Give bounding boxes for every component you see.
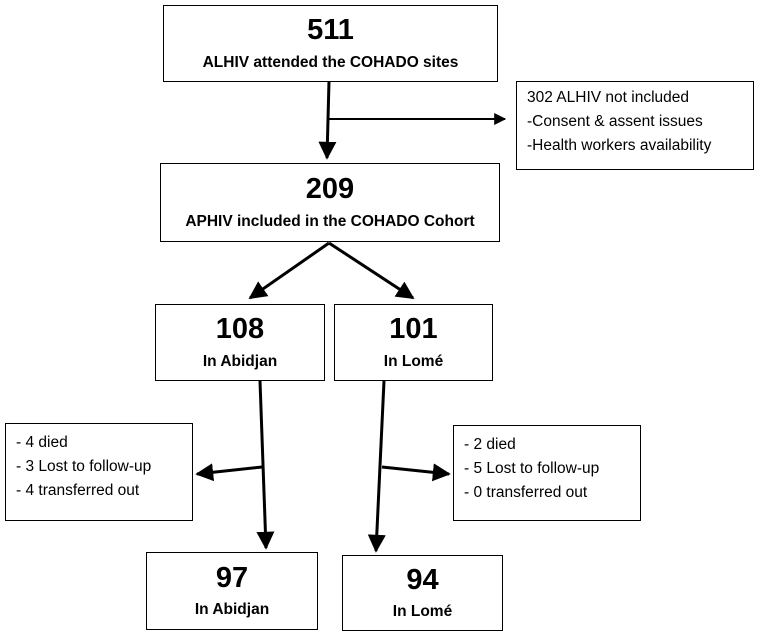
box-abidjan-end: 97 In Abidjan (146, 552, 318, 630)
not-included-title: 302 ALHIV not included (527, 89, 690, 106)
box-cohort: 209 APHIV included in the COHADO Cohort (160, 163, 500, 242)
box-abidjan-outcomes: - 4 died - 3 Lost to follow-up - 4 trans… (5, 423, 193, 521)
abidjan-end-label: In Abidjan (194, 601, 270, 619)
box-abidjan-start: 108 In Abidjan (155, 304, 325, 381)
arrow-lome-outcomes (381, 463, 451, 482)
abidjan-outcome-died: - 4 died (16, 434, 68, 451)
arrow-cohort-to-lome (328, 241, 415, 300)
cohort-label: APHIV included in the COHADO Cohort (185, 212, 475, 230)
lome-end-label: In Lomé (392, 603, 453, 621)
arrow-lome-down (367, 380, 386, 553)
abidjan-start-count: 108 (215, 313, 265, 346)
arrow-abidjan-down (256, 380, 275, 550)
abidjan-outcome-transferred: - 4 transferred out (16, 482, 140, 499)
arrow-top-to-cohort (318, 80, 337, 160)
lome-outcome-transferred: - 0 transferred out (464, 484, 588, 501)
lome-start-label: In Lomé (383, 352, 444, 370)
not-included-reason: -Health workers availability (527, 137, 712, 154)
lome-end-count: 94 (406, 563, 439, 596)
attended-label: ALHIV attended the COHADO sites (202, 53, 459, 71)
abidjan-end-count: 97 (215, 561, 249, 594)
box-lome-end: 94 In Lomé (342, 555, 503, 631)
abidjan-outcome-lost: - 3 Lost to follow-up (16, 458, 152, 475)
not-included-reason: -Consent & assent issues (527, 113, 703, 130)
box-not-included: 302 ALHIV not included -Consent & assent… (516, 81, 754, 170)
arrow-abidjan-outcomes (195, 463, 263, 482)
lome-outcome-died: - 2 died (464, 436, 516, 453)
lome-outcome-lost: - 5 Lost to follow-up (464, 460, 600, 477)
box-lome-start: 101 In Lomé (334, 304, 493, 381)
lome-start-count: 101 (389, 313, 438, 346)
cohort-count: 209 (305, 173, 355, 206)
box-lome-outcomes: - 2 died - 5 Lost to follow-up - 0 trans… (453, 425, 641, 521)
arrow-cohort-to-abidjan (248, 241, 330, 300)
box-attended: 511 ALHIV attended the COHADO sites (163, 5, 498, 82)
attended-count: 511 (307, 14, 354, 47)
abidjan-start-label: In Abidjan (202, 352, 278, 370)
